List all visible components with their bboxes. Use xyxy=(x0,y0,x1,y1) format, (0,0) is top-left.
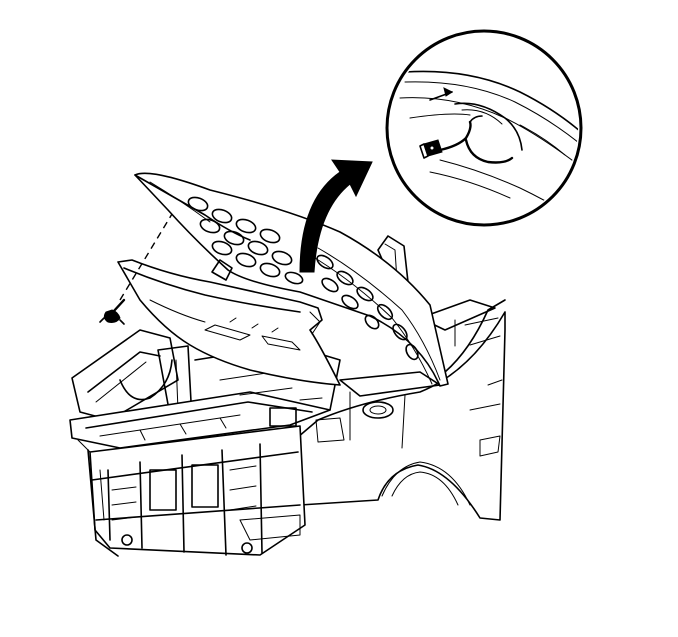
hood-inner-reinforcement xyxy=(187,196,419,361)
retainer-clip-icon xyxy=(99,298,126,325)
hood-outer-panel xyxy=(134,172,449,387)
hood-insulator xyxy=(117,259,341,386)
wire-harness xyxy=(438,120,472,152)
detail-callout xyxy=(385,29,583,227)
electrical-connector-icon xyxy=(419,139,443,159)
pivot-arrow-icon xyxy=(299,159,373,273)
installation-dash-line xyxy=(119,213,173,301)
